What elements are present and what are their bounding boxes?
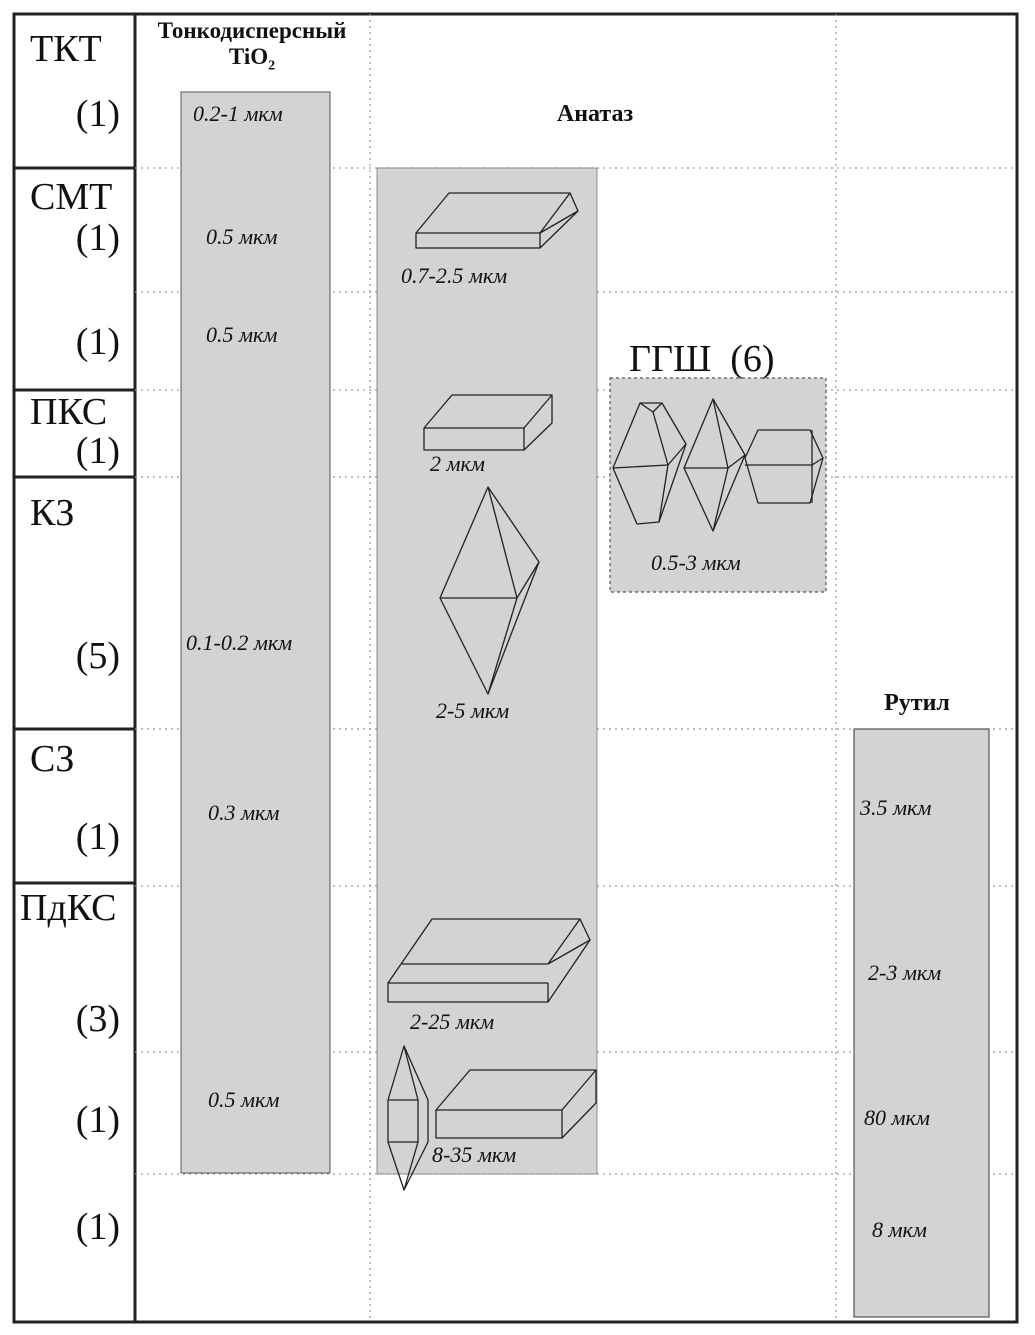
row-count-8: (1) [75,1206,120,1248]
row-count-kz: (5) [75,635,120,677]
anatase-bar [376,167,598,1175]
crystal-prism [387,1045,429,1191]
ggsh-title-name: ГГШ [629,338,712,380]
ggsh-box [609,377,827,593]
crystal-bipyramid [439,486,540,695]
row-label-sz: СЗ [30,738,75,780]
ggsh-crystal-3 [744,429,824,504]
row-separators [14,166,135,885]
row-count-pks: (1) [75,430,120,472]
rutile-size-label: 8 мкм [872,1217,927,1242]
anatase-size-label: 2-5 мкм [436,698,510,723]
anatase-size-label: 0.7-2.5 мкм [401,263,508,288]
rutile-size-label: 3.5 мкм [860,795,932,820]
row-count-7: (1) [75,1099,120,1141]
ggsh-crystal-2 [683,398,746,532]
fine-tio2-title-line1: Тонкодисперсный [157,18,347,43]
row-label-tkt: ТКТ [30,28,102,70]
rutile-size-label: 80 мкм [864,1105,930,1130]
row-count-pdks: (3) [75,998,120,1040]
ggsh-crystal-1 [612,402,687,525]
ggsh-count: (6) [730,338,775,380]
row-label-smt: СМТ [30,176,113,218]
ggsh-size-label: 0.5-3 мкм [651,550,741,575]
row-label-pks: ПКС [30,391,108,433]
anatase-size-label: 2-25 мкм [410,1009,495,1034]
rutile-title: Рутил [884,690,950,716]
fine-tio2-bar [180,91,331,1174]
fine-size-label: 0.5 мкм [206,322,278,347]
crystal-tablet-2 [423,394,553,451]
fine-size-label: 0.5 мкм [206,224,278,249]
fine-tio2-formula: TiO [228,44,269,69]
fine-tio2-title-line2: TiO2 [136,44,368,80]
row-count-sz: (1) [75,816,120,858]
row-label-pdks: ПдКС [20,887,117,929]
fine-size-label: 0.2-1 мкм [193,101,283,126]
label-column-frame [12,12,137,1324]
rutile-size-label: 2-3 мкм [868,960,942,985]
row-count-tkt: (1) [75,93,120,135]
fine-size-label: 0.1-0.2 мкм [186,630,293,655]
fine-size-label: 0.3 мкм [208,800,280,825]
dotted-grid [135,14,1017,1322]
row-label-kz: КЗ [30,492,75,534]
ggsh-title: ГГШ (6) [629,337,775,381]
row-count-smt-2: (1) [75,321,120,363]
crystal-tablet-4 [435,1069,597,1139]
fine-tio2-subscript: 2 [268,58,276,74]
row-count-smt-1: (1) [75,217,120,259]
rutile-bar [853,728,990,1318]
fine-tio2-title: Тонкодисперсный TiO2 [136,18,368,80]
crystal-tablet-1 [415,192,579,249]
anatase-title: Анатаз [556,101,634,127]
crystal-tablet-3 [387,918,591,1003]
anatase-size-label: 8-35 мкм [432,1142,517,1167]
fine-size-label: 0.5 мкм [208,1087,280,1112]
anatase-size-label: 2 мкм [430,451,485,476]
